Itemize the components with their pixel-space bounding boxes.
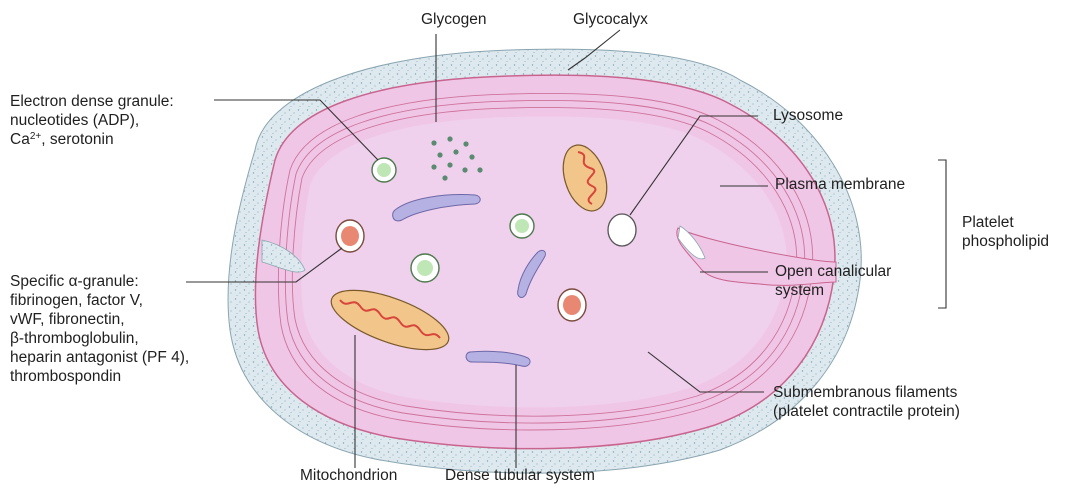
alpha-line4: β-thromboglobulin, — [10, 329, 189, 348]
alpha-line3: vWF, fibronectin, — [10, 310, 189, 329]
submembranous-line2: (platelet contractile protein) — [773, 402, 960, 421]
lysosome-label: Lysosome — [773, 106, 843, 125]
alpha-line2: fibrinogen, factor V, — [10, 291, 189, 310]
platelet-phospholipid-line1: Platelet — [962, 213, 1049, 232]
electron-dense-line1: Electron dense granule: — [10, 92, 174, 111]
dense-tubular-system-label: Dense tubular system — [445, 466, 595, 485]
electron-dense-line2: nucleotides (ADP), — [10, 111, 174, 130]
electron-dense-line3: Ca2+, serotonin — [10, 130, 174, 149]
platelet-phospholipid-line2: phospholipid — [962, 232, 1049, 251]
alpha-line5: heparin antagonist (PF 4), — [10, 348, 189, 367]
specific-alpha-granule-label: Specific α-granule: fibrinogen, factor V… — [10, 272, 189, 386]
open-canalicular-label: Open canalicular system — [775, 262, 891, 300]
alpha-line6: thrombospondin — [10, 367, 189, 386]
ca-charge: 2+ — [30, 131, 41, 142]
submembranous-line1: Submembranous filaments — [773, 383, 960, 402]
platelet-phospholipid-label: Platelet phospholipid — [962, 213, 1049, 251]
submembranous-filaments-label: Submembranous filaments (platelet contra… — [773, 383, 960, 421]
serotonin-text: , serotonin — [41, 131, 113, 148]
plasma-membrane-label: Plasma membrane — [775, 175, 905, 194]
electron-dense-granule-label: Electron dense granule: nucleotides (ADP… — [10, 92, 174, 149]
glycocalyx-label: Glycocalyx — [573, 10, 648, 29]
glycogen-label: Glycogen — [421, 10, 486, 29]
mitochondrion-label: Mitochondrion — [300, 466, 397, 485]
lysosome — [608, 214, 636, 246]
open-canalicular-line2: system — [775, 281, 891, 300]
open-canalicular-line1: Open canalicular — [775, 262, 891, 281]
ca-text: Ca — [10, 131, 30, 148]
alpha-line1: Specific α-granule: — [10, 272, 189, 291]
